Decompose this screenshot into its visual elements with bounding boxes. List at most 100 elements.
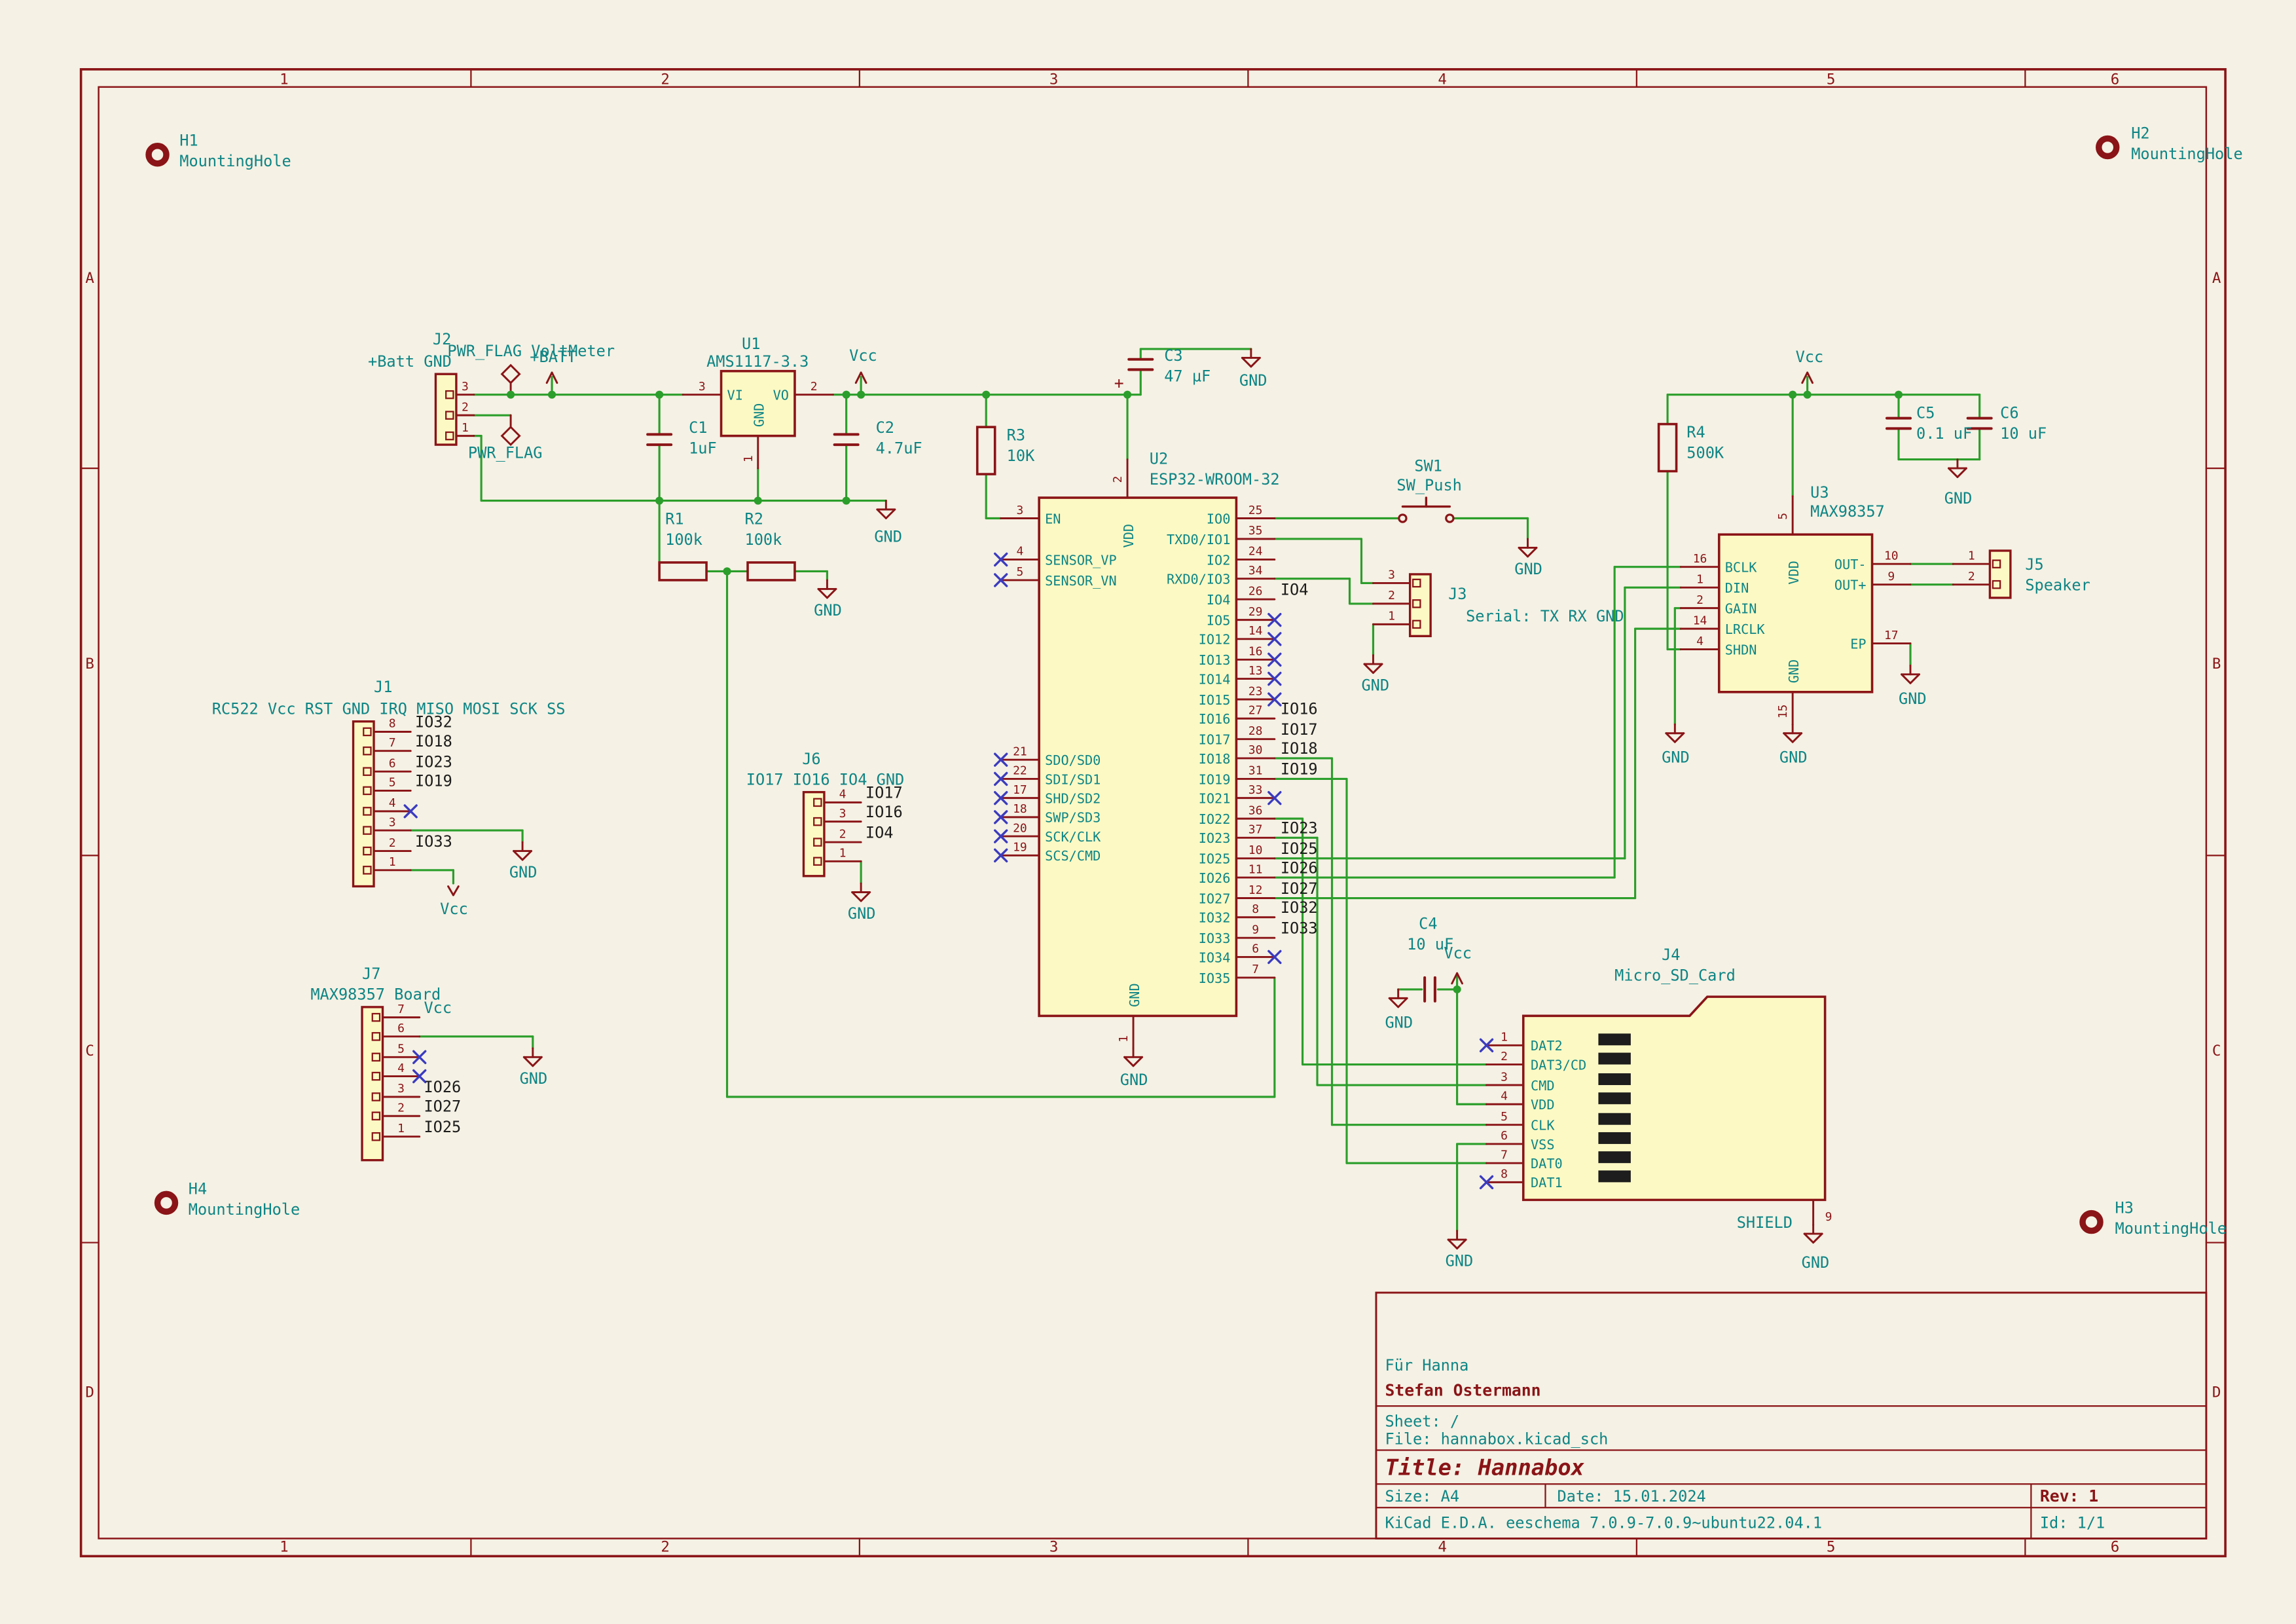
label: IO26 xyxy=(1281,858,1318,877)
component-R4-body[interactable] xyxy=(1657,422,1678,473)
no-connect-icon xyxy=(994,829,1008,843)
label: H2 xyxy=(2131,124,2149,143)
pin-name: IO0 xyxy=(1207,511,1231,526)
label: C1 xyxy=(689,418,707,437)
no-connect-icon xyxy=(994,771,1008,786)
no-connect-icon xyxy=(412,1050,427,1064)
titleblock-comment: Für Hanna xyxy=(1385,1356,1468,1375)
no-connect-icon xyxy=(1267,692,1282,707)
component-H1-hole[interactable] xyxy=(145,143,170,167)
pin-number: 2 xyxy=(389,836,396,850)
pin-number: 4 xyxy=(1017,545,1024,559)
pin-contact xyxy=(813,838,822,847)
component-R3-body[interactable] xyxy=(975,426,996,475)
label: SW_Push xyxy=(1396,476,1461,494)
gnd-symbol xyxy=(860,891,871,902)
pin-name: BCLK xyxy=(1725,560,1758,576)
pin-contact xyxy=(371,1111,381,1120)
pin-contact xyxy=(363,866,372,875)
component-H2-hole[interactable] xyxy=(2096,135,2120,160)
label: Micro_SD_Card xyxy=(1614,966,1736,984)
label: Vcc xyxy=(849,346,877,365)
pin-number: 5 xyxy=(1776,513,1790,520)
component-U2-body[interactable] xyxy=(1038,496,1238,1018)
pin-name: SHDN xyxy=(1725,642,1757,657)
pin-name: DAT1 xyxy=(1531,1175,1563,1190)
pin-name: IO23 xyxy=(1199,830,1231,846)
pin-number: 10 xyxy=(1248,843,1263,857)
frame-row-label: D xyxy=(2212,1384,2221,1401)
pin-name: VO xyxy=(773,388,789,403)
pin-number: 1 xyxy=(742,455,756,462)
no-connect-icon xyxy=(994,552,1008,567)
frame-col-label: 6 xyxy=(2111,1539,2120,1556)
gnd-symbol xyxy=(521,850,533,861)
pin-contact xyxy=(363,727,372,737)
component-R2-body[interactable] xyxy=(746,561,796,581)
label: J7 xyxy=(362,965,380,983)
component-H3-hole[interactable] xyxy=(2079,1209,2104,1234)
pin-number: 1 xyxy=(1388,610,1395,623)
gnd-symbol xyxy=(522,1056,534,1067)
wire-junction xyxy=(1803,390,1812,399)
wire-junction xyxy=(1894,390,1903,399)
no-connect-icon xyxy=(994,848,1008,862)
pin-number: 5 xyxy=(1017,565,1024,579)
pin-name: DIN xyxy=(1725,580,1749,596)
label: IO16 xyxy=(866,803,903,821)
sd-contact-pad xyxy=(1598,1170,1631,1183)
component-J4-body[interactable] xyxy=(1522,995,1827,1202)
pin-name: SDI/SD1 xyxy=(1045,771,1101,787)
gnd-symbol xyxy=(1363,663,1374,674)
gnd-symbol xyxy=(1947,467,1959,479)
pin-number: 4 xyxy=(1696,635,1704,648)
label: 100k xyxy=(665,530,702,549)
pin-contact xyxy=(363,826,372,835)
label: Serial: TX RX GND xyxy=(1466,607,1624,625)
component-J1-body[interactable] xyxy=(352,720,375,888)
pin-contact xyxy=(1412,599,1421,608)
titleblock-date: Date: 15.01.2024 xyxy=(1557,1487,1705,1505)
pin-number: 7 xyxy=(389,736,396,750)
gnd-symbol xyxy=(1250,357,1261,368)
component-U3-body[interactable] xyxy=(1717,533,1874,693)
label: SW1 xyxy=(1414,457,1442,475)
pin-name: TXD0/IO1 xyxy=(1167,532,1230,547)
pin-number: 1 xyxy=(1501,1031,1508,1044)
pin-name: VSS xyxy=(1531,1137,1555,1153)
label: GND xyxy=(1662,748,1690,767)
label: J1 xyxy=(374,678,392,696)
component-J5-body[interactable] xyxy=(1988,549,2012,599)
pin-number: 2 xyxy=(1501,1050,1508,1063)
pin-number: 11 xyxy=(1248,862,1263,876)
component-H4-hole[interactable] xyxy=(154,1190,179,1215)
label: MountingHole xyxy=(2131,145,2242,163)
wire-junction xyxy=(842,496,850,505)
label: J4 xyxy=(1662,946,1680,964)
pin-number: 2 xyxy=(1696,593,1704,607)
component-SW1-contact[interactable] xyxy=(1445,513,1455,523)
component-R1-body[interactable] xyxy=(658,561,708,581)
pin-number: 1 xyxy=(389,855,396,869)
power-arrow xyxy=(1801,371,1809,384)
gnd-symbol xyxy=(513,850,524,861)
component-U1-body[interactable] xyxy=(720,369,796,437)
label: H1 xyxy=(179,132,198,150)
pin-number: 2 xyxy=(397,1101,405,1115)
pin-name: SENSOR_VP xyxy=(1045,552,1117,568)
pin-number: 4 xyxy=(839,788,847,802)
label: IO27 xyxy=(1281,879,1318,898)
pin-number: 3 xyxy=(462,380,469,394)
pin-number: 7 xyxy=(1252,963,1259,976)
gnd-symbol xyxy=(851,891,862,902)
wire-junction xyxy=(507,390,515,399)
pin-name: SCS/CMD xyxy=(1045,848,1101,864)
title-block: Für Hanna Stefan Ostermann Sheet: / File… xyxy=(1375,1291,2208,1540)
pin-number: 16 xyxy=(1248,645,1263,659)
label: IO23 xyxy=(415,752,452,771)
frame-col-label: 2 xyxy=(661,1539,670,1556)
component-SW1-contact[interactable] xyxy=(1398,513,1408,523)
power-arrow xyxy=(452,885,460,896)
pin-number: 25 xyxy=(1248,504,1263,517)
gnd-symbol xyxy=(1388,997,1400,1008)
